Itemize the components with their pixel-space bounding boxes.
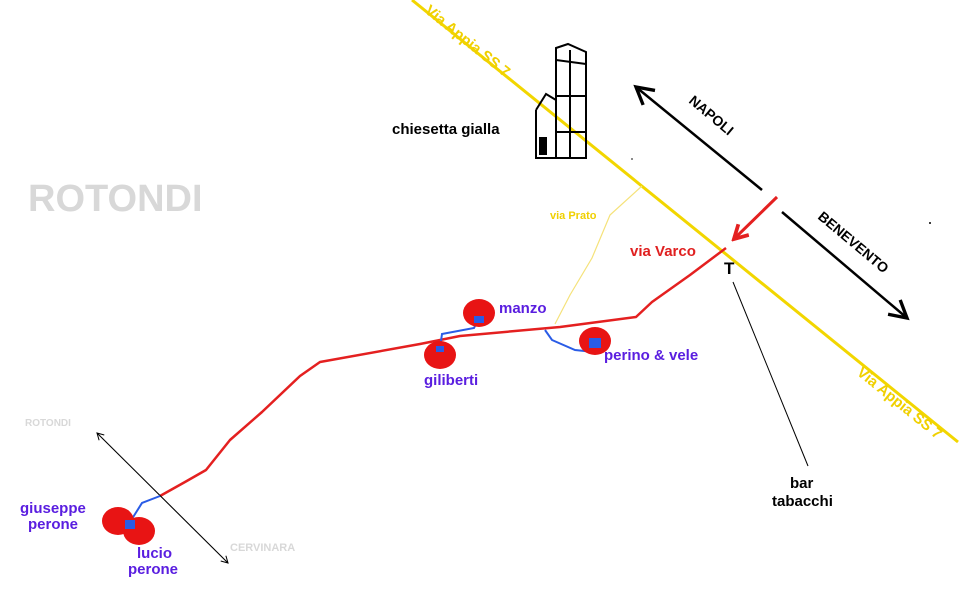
label-giuseppe-line1: giuseppe <box>20 500 86 517</box>
house-marker-perino <box>579 327 611 355</box>
bar-leader-line <box>732 281 809 467</box>
via-appia-label-bottom: Via Appia SS 7 <box>853 364 945 443</box>
house-marker-giliberti <box>424 341 456 369</box>
rotondi-small-label: ROTONDI <box>25 418 71 429</box>
label-giuseppe-line2: perone <box>28 516 78 533</box>
label-giliberti: giliberti <box>424 372 478 389</box>
label-manzo: manzo <box>499 300 547 317</box>
label-lucio-line2: perone <box>128 561 178 578</box>
bar-label-line1: bar <box>790 475 814 492</box>
via-appia-road <box>411 0 959 444</box>
town-label: ROTONDI <box>28 178 203 220</box>
via-prato-label: via Prato <box>550 210 597 222</box>
benevento-label: BENEVENTO <box>815 208 892 276</box>
church-tower-icon <box>535 42 587 159</box>
rotondi-cervinara-arrow <box>96 432 229 564</box>
via-varco-label: via Varco <box>630 243 696 260</box>
driveway-perone <box>129 495 161 523</box>
bar-label-line2: tabacchi <box>772 493 833 510</box>
label-lucio-line1: lucio <box>137 545 172 562</box>
napoli-label: NAPOLI <box>686 92 737 138</box>
church-label: chiesetta gialla <box>392 121 500 138</box>
via-prato-road <box>554 185 643 325</box>
napoli-arrow <box>633 84 763 191</box>
label-perino-vele: perino & vele <box>604 347 698 364</box>
benevento-arrow <box>781 211 910 321</box>
via-appia-label-top: Via Appia SS 7 <box>421 2 513 81</box>
bar-marker: T <box>724 259 735 278</box>
house-marker-lucio-perone <box>123 517 155 545</box>
house-marker-manzo <box>463 299 495 327</box>
stray-dot <box>929 222 931 224</box>
stray-dot <box>631 158 633 160</box>
cervinara-label: CERVINARA <box>230 542 295 554</box>
via-varco-arrow <box>735 195 779 238</box>
